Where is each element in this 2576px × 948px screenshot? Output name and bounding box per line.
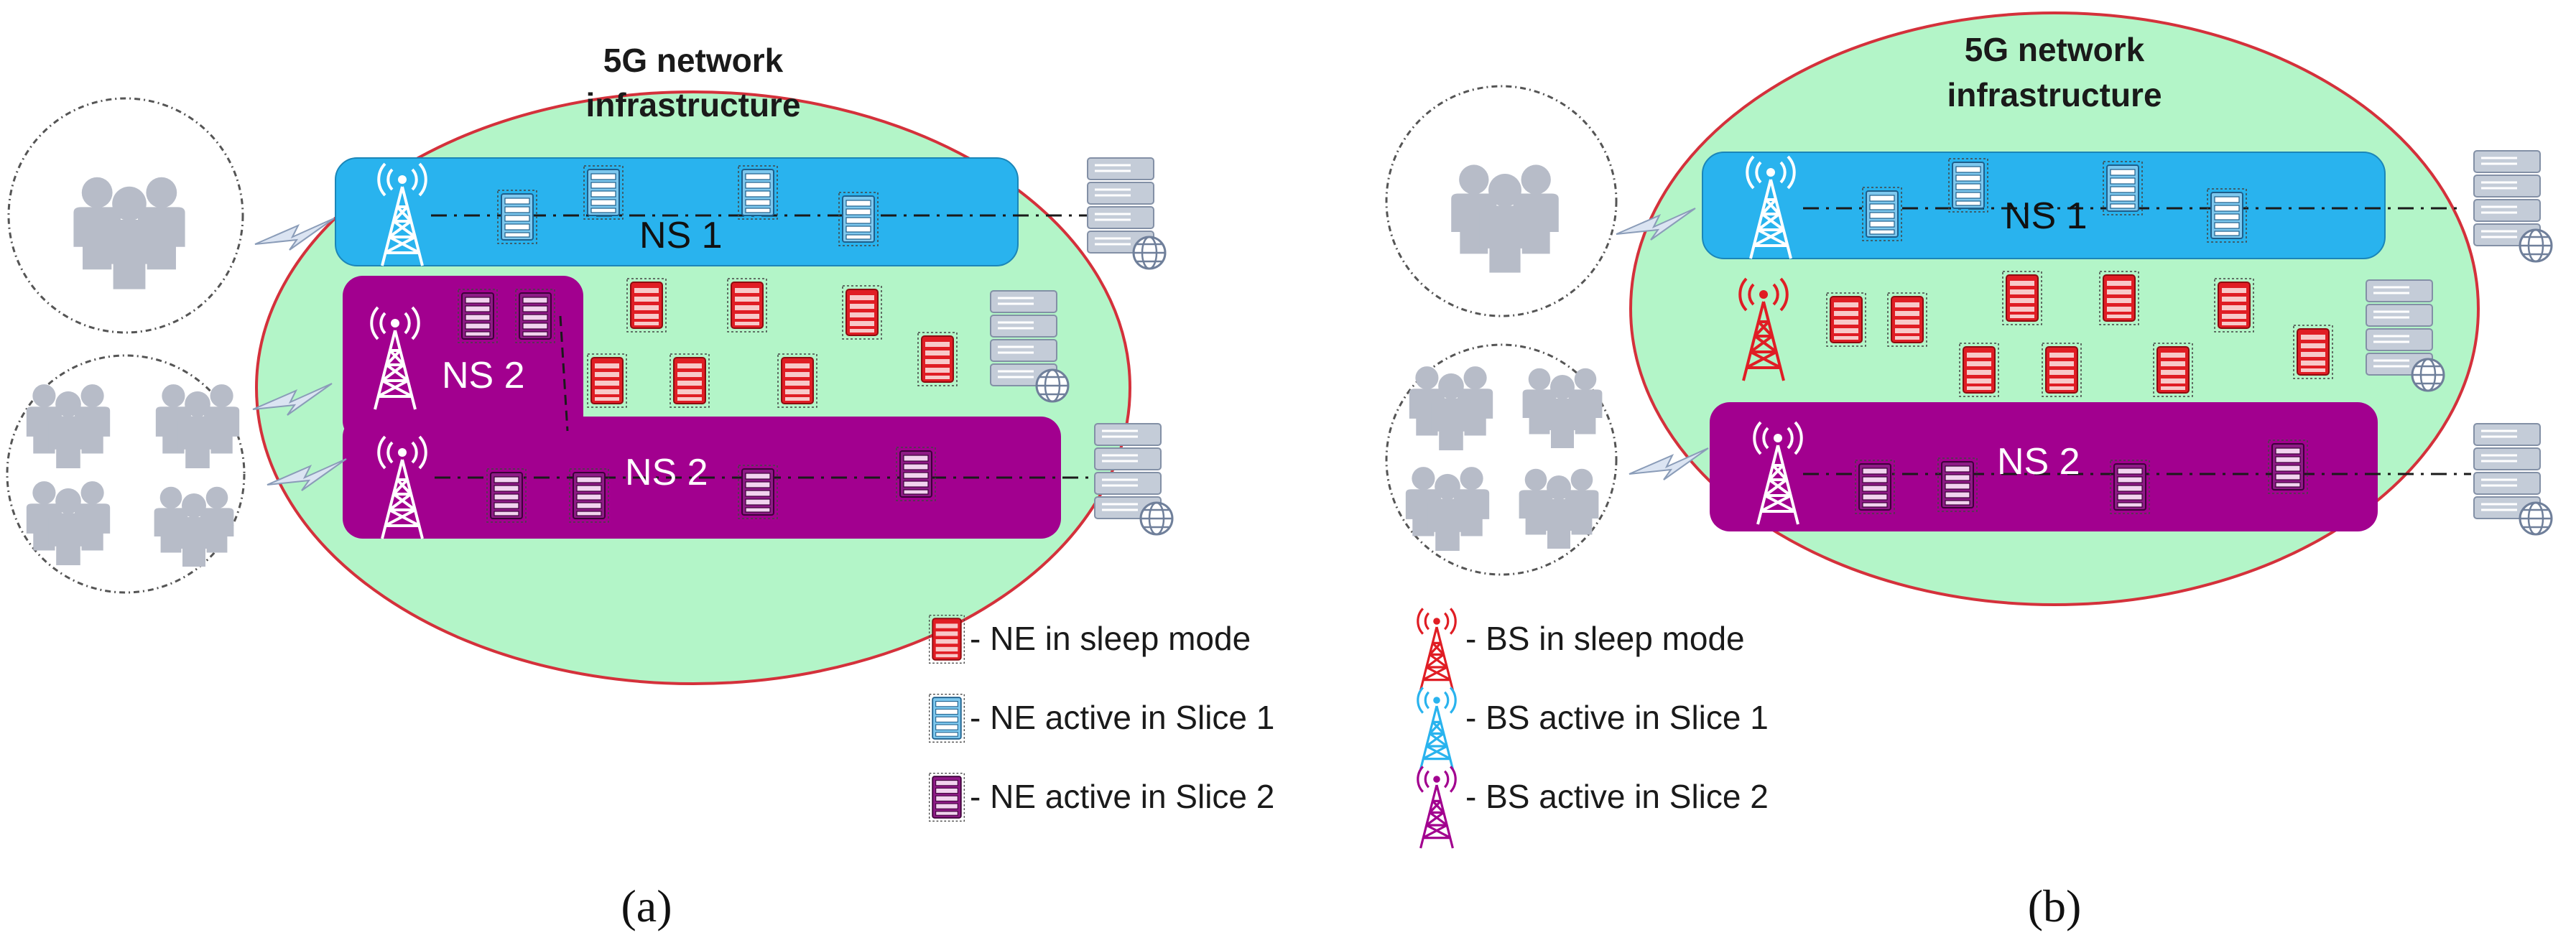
panel-a-title-line2: infrastructure — [585, 86, 800, 124]
legend-ne-slice1: - NE active in Slice 1 — [970, 699, 1274, 736]
network-element-icon — [569, 468, 609, 523]
server-icon — [1093, 422, 1174, 536]
network-element-icon — [2099, 271, 2139, 325]
network-element-icon — [896, 447, 936, 501]
network-element-icon — [928, 614, 965, 664]
base-station-icon — [1417, 607, 1457, 692]
network-element-icon — [587, 353, 627, 408]
network-element-icon — [626, 278, 667, 333]
slice-label: NS 1 — [2004, 195, 2088, 237]
network-element-icon — [928, 693, 965, 743]
slice-label: NS 2 — [442, 355, 525, 396]
network-element-icon — [2293, 325, 2333, 379]
network-element-icon — [1948, 158, 1988, 213]
network-element-icon — [583, 165, 624, 220]
network-element-icon — [1862, 187, 1902, 241]
panel-b: 5G network infrastructure NS 1 — [1385, 11, 2553, 931]
legend-bs-sleep: - BS in sleep mode — [1465, 620, 1745, 657]
slice-label: NS 1 — [639, 215, 723, 256]
network-element-icon — [486, 468, 527, 523]
network-element-icon — [2002, 271, 2042, 325]
network-element-icon — [2042, 343, 2082, 397]
legend-bs-slice2: - BS active in Slice 2 — [1465, 778, 1769, 815]
network-element-icon — [2103, 161, 2143, 215]
network-element-icon — [928, 772, 965, 822]
slice-label: NS 2 — [625, 452, 708, 493]
network-element-icon — [458, 289, 498, 343]
network-element-icon — [777, 353, 817, 408]
panel-a-title-line1: 5G network — [603, 42, 784, 79]
legend: - NE in sleep mode - NE active in Slice … — [928, 607, 1769, 850]
network-element-icon — [2214, 278, 2254, 333]
network-element-icon — [1855, 460, 1895, 514]
server-icon — [2473, 149, 2553, 263]
panel-b-title-line2: infrastructure — [1947, 76, 2162, 113]
server-icon — [989, 289, 1070, 403]
network-element-icon — [2110, 460, 2150, 514]
legend-ne-slice2: - NE active in Slice 2 — [970, 778, 1274, 815]
legend-bs-slice1: - BS active in Slice 1 — [1465, 699, 1769, 736]
panel-a-caption: (a) — [621, 880, 672, 931]
network-element-icon — [2207, 188, 2247, 243]
network-element-icon — [842, 285, 882, 340]
network-element-icon — [2268, 440, 2308, 494]
network-element-icon — [1887, 292, 1927, 347]
panel-a: 5G network infrastructure NS 1 NS 2 — [6, 42, 1174, 931]
legend-ne-sleep: - NE in sleep mode — [970, 620, 1251, 657]
panel-b-caption: (b) — [2028, 880, 2082, 931]
network-element-icon — [738, 165, 778, 220]
base-station-icon — [1417, 765, 1457, 850]
server-icon — [2365, 279, 2445, 392]
panel-b-title-line1: 5G network — [1965, 31, 2145, 68]
network-element-icon — [2153, 343, 2193, 397]
network-element-icon — [838, 192, 879, 246]
network-element-icon — [1937, 457, 1978, 512]
network-element-icon — [670, 353, 710, 408]
network-element-icon — [497, 190, 537, 244]
slice-label: NS 2 — [1997, 441, 2080, 483]
network-element-icon — [1959, 343, 1999, 397]
network-element-icon — [515, 289, 555, 343]
network-element-icon — [917, 332, 958, 386]
network-element-icon — [727, 278, 767, 333]
base-station-icon — [1417, 686, 1457, 771]
network-element-icon — [1826, 292, 1866, 347]
server-icon — [1086, 157, 1167, 270]
network-element-icon — [738, 465, 778, 519]
server-icon — [2473, 422, 2553, 536]
